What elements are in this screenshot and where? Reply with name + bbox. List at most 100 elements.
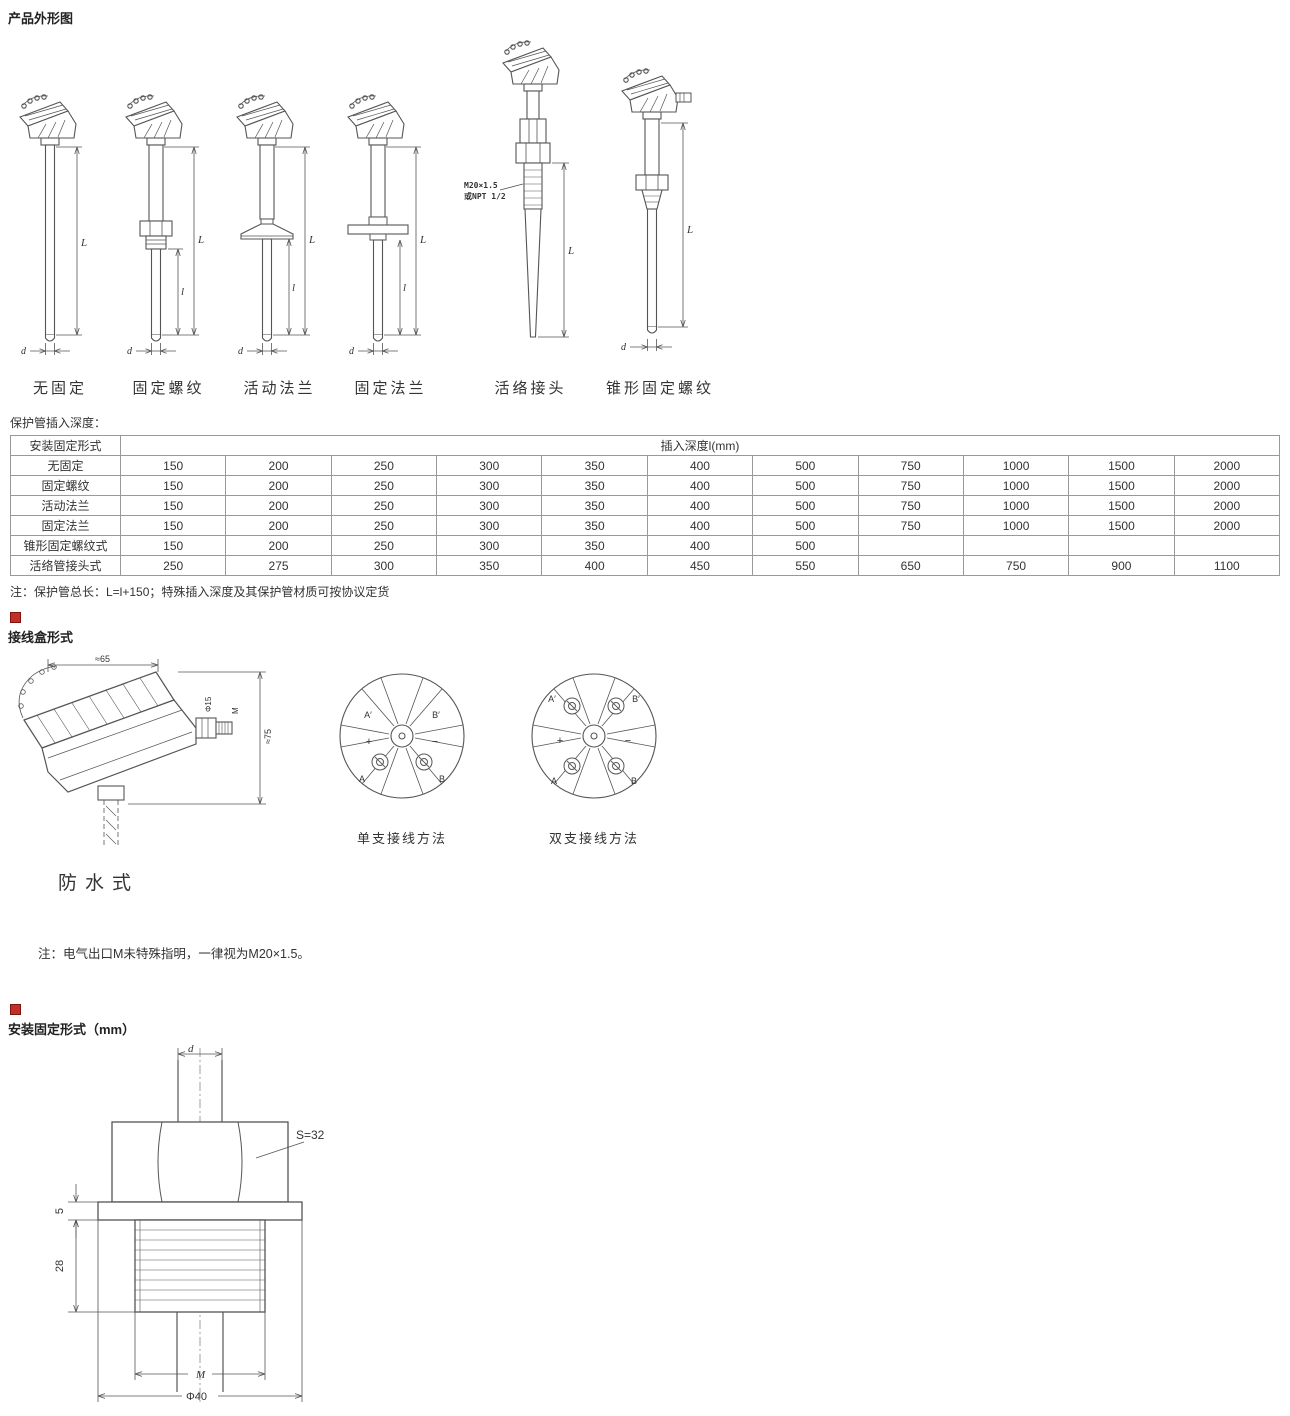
dim-l-label: l [292, 282, 295, 294]
drawing-label-fixed-thread: 固定螺纹 [132, 380, 205, 397]
depth-cell [857, 535, 964, 556]
depth-cell: 750 [962, 555, 1070, 576]
union-joint-drawing: M20×1.5 或NPT 1/2 L [464, 40, 574, 338]
terminal-a-prime: A′ [548, 694, 556, 704]
depth-cell: 275 [225, 555, 332, 576]
section-title-junction-box: 接线盒形式 [8, 630, 74, 645]
depth-cell: 350 [436, 555, 543, 576]
depth-cell: 250 [330, 455, 438, 476]
dim-L-label: L [80, 237, 87, 249]
depth-cell: 1000 [962, 475, 1070, 496]
waterproof-head-drawing: ≈65 [18, 654, 273, 848]
depth-cell: 900 [1068, 555, 1175, 576]
double-wiring-figure: A′ B′ + − A B 双支接线方法 [514, 660, 674, 847]
depth-cell: 150 [119, 475, 227, 496]
drawing-tapered-thread: L d 锥形固定螺纹 [604, 37, 716, 398]
depth-cell [1068, 535, 1175, 556]
depth-cell: 400 [646, 535, 754, 556]
fixing-type-header: 安装固定形式 [10, 435, 121, 456]
depth-cell [962, 535, 1070, 556]
terminal-a: A [551, 776, 557, 786]
single-wiring-figure: A′ B′ + − A B 单支接线方法 [322, 660, 482, 847]
dim-l-label: l [403, 282, 406, 294]
depth-cell: 150 [119, 515, 227, 536]
broken-image-icon [10, 612, 21, 623]
movable-flange-drawing: L l d [236, 94, 315, 357]
dim-phi40-label: Φ40 [186, 1391, 207, 1403]
depth-cell: 400 [541, 555, 648, 576]
depth-cell: 300 [436, 475, 543, 496]
depth-header: 插入深度l(mm) [120, 435, 1280, 456]
terminal-a-prime: A′ [364, 710, 372, 720]
drawing-label-movable-flange: 活动法兰 [243, 380, 316, 397]
depth-cell: 150 [119, 455, 227, 476]
dim-gland-label: Φ15 [204, 696, 213, 712]
drawing-label-no-fixing: 无固定 [32, 380, 87, 397]
terminal-b-prime: B′ [632, 694, 640, 704]
junction-box-row: ≈65 [10, 654, 1280, 895]
depth-cell: 350 [541, 495, 648, 516]
depth-cell: 500 [752, 515, 859, 536]
depth-cell: 400 [646, 515, 754, 536]
dim-d-label: d [127, 346, 133, 357]
dim-d-label: d [238, 346, 244, 357]
dim-L-label: L [308, 234, 315, 246]
dim-65-label: ≈65 [95, 654, 110, 664]
drawing-fixed-flange: L l d 固定法兰 [338, 37, 443, 398]
depth-cell: 750 [857, 475, 964, 496]
drawing-movable-flange: L l d 活动法兰 [227, 37, 332, 398]
terminal-a: A [359, 774, 365, 784]
depth-cell: 350 [541, 475, 648, 496]
depth-cell: 1000 [962, 515, 1070, 536]
depth-cell: 350 [541, 535, 648, 556]
depth-cell: 650 [857, 555, 964, 576]
depth-cell: 200 [225, 495, 332, 516]
broken-image-icon [10, 1004, 21, 1015]
depth-cell: 300 [436, 455, 543, 476]
drawing-label-tapered-thread: 锥形固定螺纹 [605, 380, 714, 397]
depth-cell: 200 [225, 455, 332, 476]
depth-cell: 250 [330, 495, 438, 516]
double-wiring-diagram: A′ B′ + − A B [531, 673, 657, 799]
depth-cell: 250 [330, 475, 438, 496]
depth-cell: 1500 [1068, 475, 1175, 496]
terminal-b: B [439, 774, 445, 784]
terminal-b-prime: B′ [432, 710, 440, 720]
terminal-plus: + [557, 735, 563, 747]
depth-cell: 2000 [1173, 475, 1281, 496]
depth-cell: 200 [225, 535, 332, 556]
depth-cell: 1500 [1068, 455, 1175, 476]
dim-d-label: d [188, 1044, 194, 1055]
depth-cell: 150 [119, 495, 227, 516]
depth-cell [1173, 535, 1281, 556]
dim-M-label: M [195, 1369, 206, 1381]
product-drawings-row: L d 无固定 [10, 37, 1280, 398]
dim-5-label: 5 [54, 1208, 66, 1214]
depth-cell: 400 [646, 475, 754, 496]
thread-annotation-1: M20×1.5 [464, 181, 498, 190]
dim-75-label: ≈75 [263, 729, 273, 744]
terminal-minus: − [625, 735, 631, 747]
depth-cell: 200 [225, 475, 332, 496]
double-wiring-label: 双支接线方法 [548, 831, 639, 846]
depth-cell: 500 [752, 495, 859, 516]
drawing-fixed-thread: L l d 固定螺纹 [116, 37, 221, 398]
depth-cell: 350 [541, 455, 648, 476]
drawing-no-fixing: L d 无固定 [10, 37, 110, 398]
dim-28-label: 28 [54, 1260, 66, 1272]
depth-cell: 300 [330, 555, 438, 576]
section-title-product-outline: 产品外形图 [8, 11, 74, 26]
terminal-plus: + [366, 736, 372, 748]
depth-cell: 450 [646, 555, 754, 576]
no-fixing-drawing: L d [19, 94, 87, 357]
depth-cell: 500 [752, 535, 859, 556]
depth-cell: 200 [225, 515, 332, 536]
mounting-drawing-wrap: d S=32 5 [50, 1044, 1280, 1406]
dim-l-label: l [181, 286, 184, 298]
